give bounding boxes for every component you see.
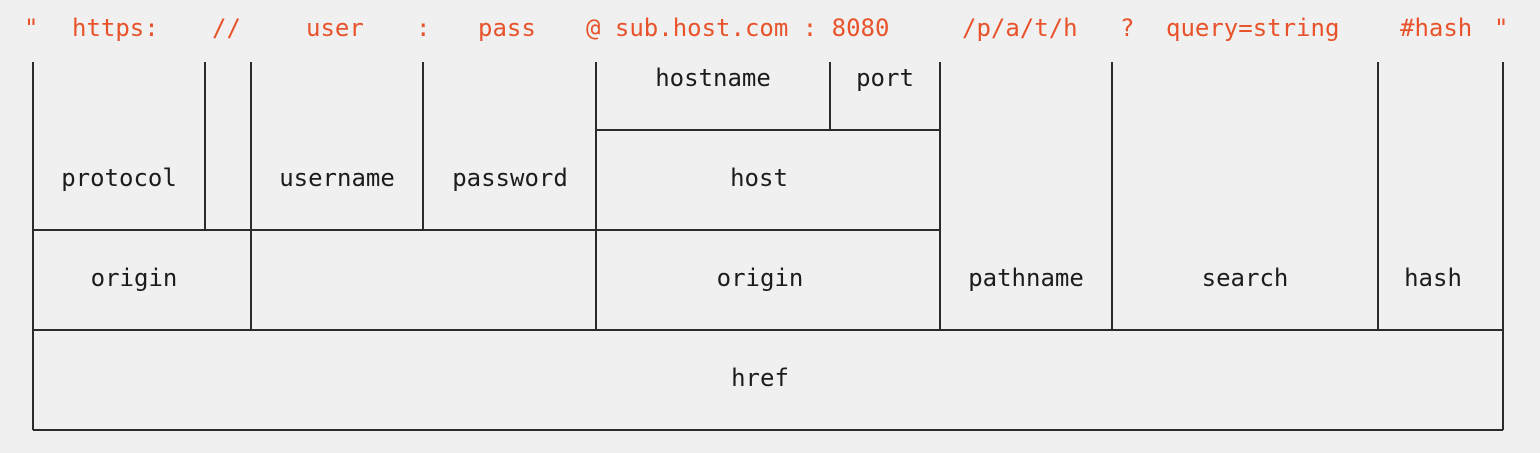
label-origin-right: origin [717,264,804,292]
label-hash: hash [1404,264,1462,292]
label-pathname: pathname [968,264,1084,292]
url-host: @ sub.host.com : 8080 [586,14,889,42]
url-colon: : [416,14,430,42]
diagram-lines [32,62,1504,431]
url-hash: #hash [1400,14,1472,42]
label-protocol: protocol [61,164,177,192]
url-protocol: https: [72,14,159,42]
url-path: /p/a/t/h [962,14,1078,42]
label-host: host [730,164,788,192]
label-hostname: hostname [655,64,771,92]
url-qmark: ? [1120,14,1134,42]
label-search: search [1202,264,1289,292]
url-user: user [306,14,364,42]
url-close-quote: " [1494,14,1508,42]
url-slashes: // [212,14,241,42]
url-example: " https: // user : pass @ sub.host.com :… [24,14,1508,42]
label-port: port [856,64,914,92]
url-pass: pass [478,14,536,42]
label-href: href [731,364,789,392]
label-password: password [452,164,568,192]
url-query: query=string [1166,14,1339,42]
label-origin-left: origin [91,264,178,292]
component-labels: hostname port protocol username password… [61,64,1462,392]
url-open-quote: " [24,14,38,42]
label-username: username [279,164,395,192]
